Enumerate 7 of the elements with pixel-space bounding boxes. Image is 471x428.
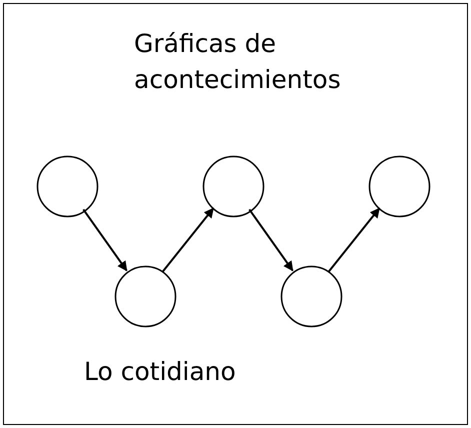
heading: Gráficas de acontecimientos [134, 28, 342, 96]
arrow [248, 208, 294, 272]
arrow [162, 208, 214, 272]
arrow [328, 208, 380, 272]
caption-text: Lo cotidiano [84, 356, 237, 388]
diagram-frame [3, 3, 468, 425]
arrow [82, 208, 128, 272]
